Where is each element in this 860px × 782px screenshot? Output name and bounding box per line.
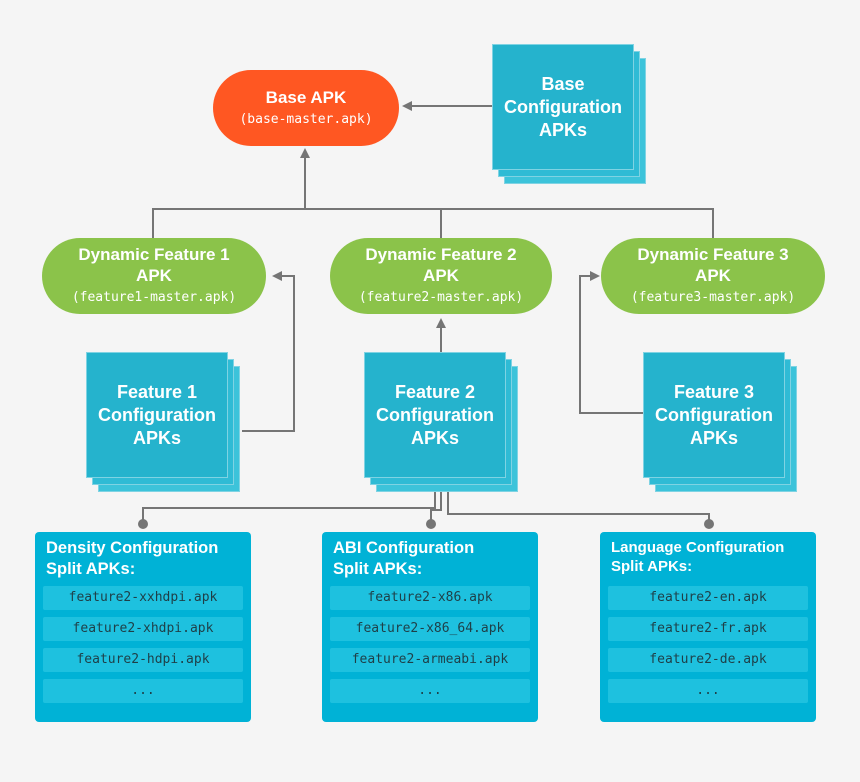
arrow-feature1-config [242, 271, 295, 432]
abi-split-heading: ABI Configuration Split APKs: [333, 539, 475, 578]
list-item: feature2-en.apk [608, 586, 808, 610]
feature3-config-stack: Feature 3 Configuration APKs [643, 352, 797, 492]
arrow-features-to-base [152, 148, 310, 238]
feature3-node: Dynamic Feature 3 APK (feature3-master.a… [601, 238, 825, 314]
arrow-feature3-config [579, 271, 643, 414]
list-item: feature2-xxhdpi.apk [43, 586, 243, 610]
list-item: feature2-x86_64.apk [330, 617, 530, 641]
line-to-abi [430, 478, 442, 524]
feature1-config-label: Feature 1 Configuration APKs [98, 381, 216, 448]
feature1-file: (feature1-master.apk) [71, 290, 237, 305]
list-item: ... [330, 679, 530, 703]
base-config-stack: Base Configuration APKs [492, 44, 646, 184]
base-apk-file: (base-master.apk) [239, 111, 373, 127]
list-item: feature2-hdpi.apk [43, 648, 243, 672]
feature1-node: Dynamic Feature 1 APK (feature1-master.a… [42, 238, 266, 314]
base-config-label: Base Configuration APKs [504, 73, 622, 140]
feature2-node: Dynamic Feature 2 APK (feature2-master.a… [330, 238, 552, 314]
feature3-file: (feature3-master.apk) [630, 290, 796, 305]
list-item: feature2-de.apk [608, 648, 808, 672]
feature1-title: Dynamic Feature 1 APK [78, 245, 230, 285]
feature2-config-stack: Feature 2 Configuration APKs [364, 352, 518, 492]
density-split-box: Density Configuration Split APKs: featur… [35, 532, 251, 722]
list-item: feature2-fr.apk [608, 617, 808, 641]
feature1-config-stack: Feature 1 Configuration APKs [86, 352, 240, 492]
base-apk-title: Base APK [265, 87, 347, 107]
list-item: feature2-xhdpi.apk [43, 617, 243, 641]
line-to-density [142, 478, 436, 524]
feature3-title: Dynamic Feature 3 APK [637, 245, 789, 285]
base-apk-node: Base APK (base-master.apk) [213, 70, 399, 146]
feature3-config-label: Feature 3 Configuration APKs [655, 381, 773, 448]
language-split-box: Language Configuration Split APKs: featu… [600, 532, 816, 722]
dot-abi [426, 519, 436, 529]
dot-density [138, 519, 148, 529]
abi-split-box: ABI Configuration Split APKs: feature2-x… [322, 532, 538, 722]
list-item: ... [43, 679, 243, 703]
line-feature3-to-trunk [441, 208, 714, 238]
list-item: feature2-armeabi.apk [330, 648, 530, 672]
dot-language [704, 519, 714, 529]
feature2-title: Dynamic Feature 2 APK [365, 245, 517, 285]
list-item: feature2-x86.apk [330, 586, 530, 610]
language-split-heading: Language Configuration Split APKs: [611, 539, 785, 575]
list-item: ... [608, 679, 808, 703]
feature2-file: (feature2-master.apk) [358, 290, 524, 305]
density-split-heading: Density Configuration Split APKs: [46, 539, 219, 578]
line-feature2-to-trunk [305, 208, 442, 238]
feature2-config-label: Feature 2 Configuration APKs [376, 381, 494, 448]
